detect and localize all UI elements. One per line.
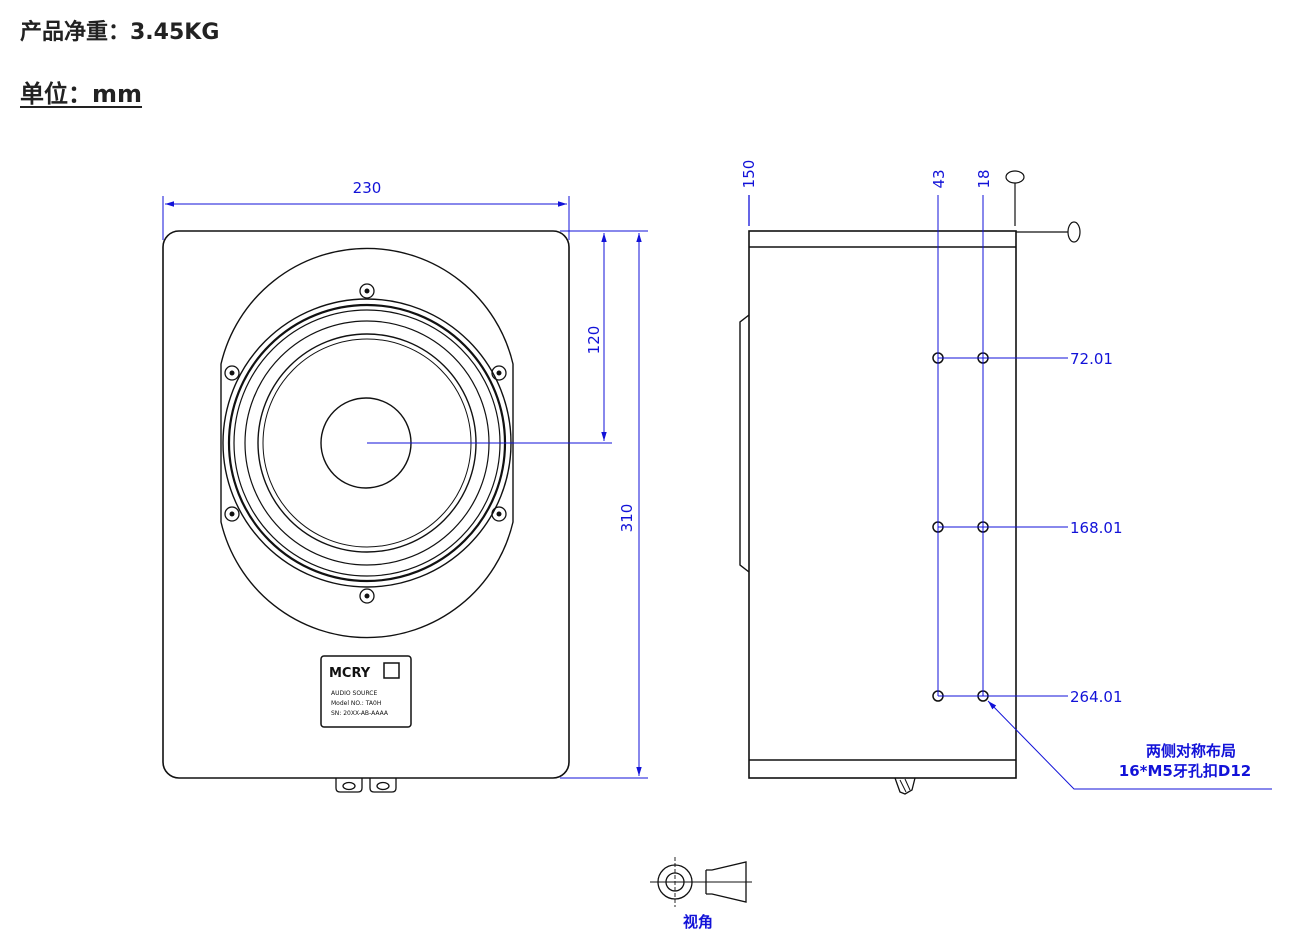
mounting-screws <box>224 283 507 604</box>
grille-profile <box>739 314 750 573</box>
side-dimensions: 150 43 18 72.01 168.01 264.01 两侧对称布局 16*… <box>740 160 1272 790</box>
note-leader-line <box>987 700 1272 790</box>
note-line-1: 两侧对称布局 <box>1146 742 1236 760</box>
height-dimension-label: 310 <box>618 504 636 533</box>
note-line-2: 16*M5牙孔扣D12 <box>1119 762 1251 780</box>
nameplate-brand: MCRY <box>329 666 371 681</box>
col1-dimension-label: 43 <box>930 169 948 188</box>
net-weight-label: 产品净重：3.45KG <box>20 20 220 45</box>
width-dimension-label: 230 <box>353 179 382 197</box>
row3-dimension-label: 264.01 <box>1070 688 1123 706</box>
front-dimensions: 230 120 310 <box>162 179 648 779</box>
unit-label: 单位：mm <box>20 80 143 108</box>
projection-symbol: 视角 <box>650 857 752 931</box>
front-cabinet-outline <box>162 230 570 779</box>
bottom-feet <box>335 778 397 793</box>
side-cabinet-outline <box>748 230 1017 779</box>
side-foot <box>894 777 916 795</box>
projection-label: 视角 <box>683 913 713 931</box>
nameplate-line-3: SN: 20XX-AB-AAAA <box>331 710 389 717</box>
col2-dimension-label: 18 <box>975 169 993 188</box>
side-view: 150 43 18 72.01 168.01 264.01 两侧对称布局 16*… <box>739 160 1272 795</box>
row1-dimension-label: 72.01 <box>1070 350 1113 368</box>
top-dimension-label: 150 <box>740 160 758 189</box>
nameplate: MCRY AUDIO SOURCE Model NO.: TA0H SN: 20… <box>320 655 412 728</box>
front-view: MCRY AUDIO SOURCE Model NO.: TA0H SN: 20… <box>162 179 648 793</box>
section-marker <box>1005 170 1081 243</box>
row2-dimension-label: 168.01 <box>1070 519 1123 537</box>
nameplate-line-2: Model NO.: TA0H <box>331 700 381 707</box>
nameplate-line-1: AUDIO SOURCE <box>331 690 377 697</box>
center-height-label: 120 <box>585 326 603 355</box>
